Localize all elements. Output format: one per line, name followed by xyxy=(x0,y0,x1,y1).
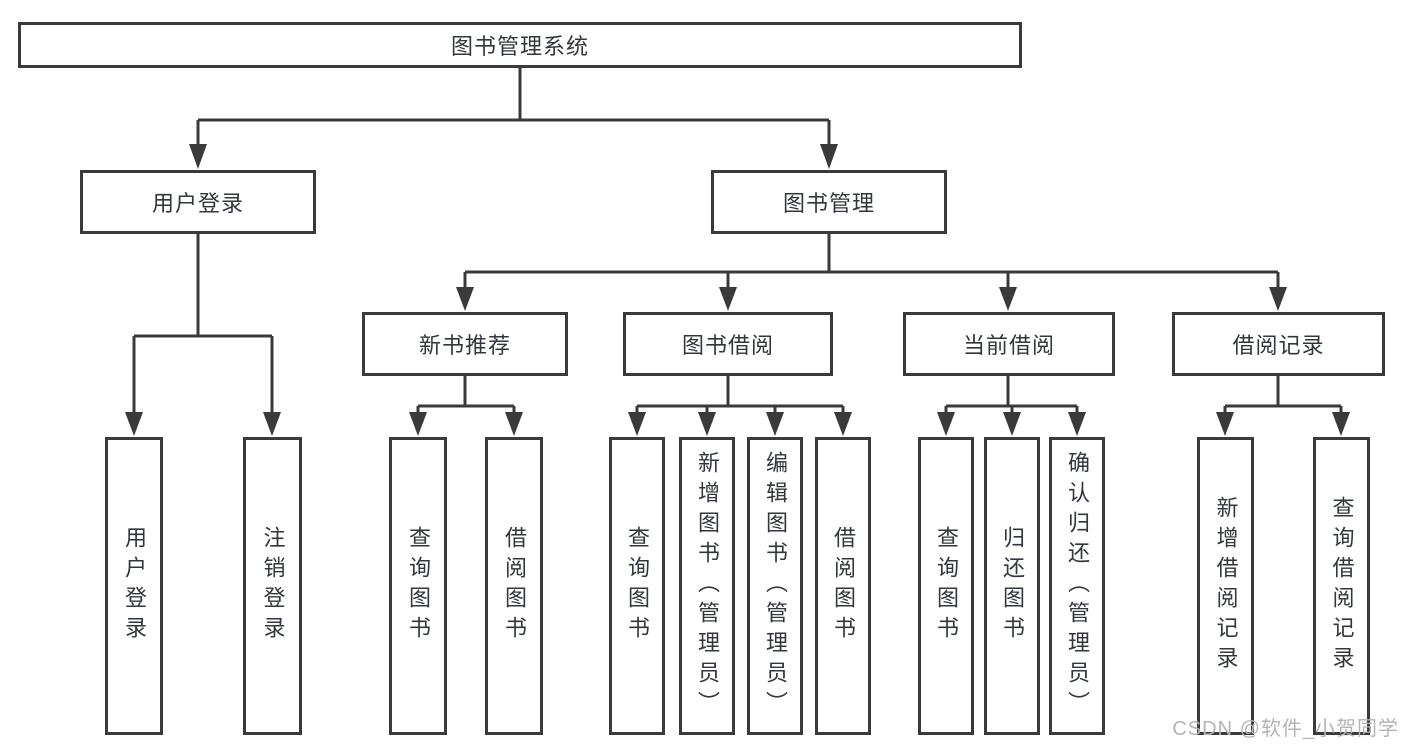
leaf-borrow-query-book: 查询图书 xyxy=(609,437,665,735)
node-borrow-records: 借阅记录 xyxy=(1172,312,1385,376)
leaf-logout-login-label: 注销登录 xyxy=(260,526,286,646)
leaf-current-return-book: 归还图书 xyxy=(984,437,1040,735)
leaf-current-query-book: 查询图书 xyxy=(918,437,974,735)
leaf-current-confirm-return-admin-label: 确认归还（管理员） xyxy=(1065,451,1090,721)
leaf-borrow-add-book-admin: 新增图书（管理员） xyxy=(679,437,735,735)
node-book-borrow: 图书借阅 xyxy=(623,312,833,376)
leaf-borrow-edit-book-admin-label: 编辑图书（管理员） xyxy=(763,451,788,721)
node-user-login: 用户登录 xyxy=(80,170,316,234)
node-current-borrow: 当前借阅 xyxy=(903,312,1115,376)
leaf-recommend-borrow-book: 借阅图书 xyxy=(485,437,543,735)
leaf-records-query-record-label: 查询借阅记录 xyxy=(1329,496,1355,676)
leaf-borrow-add-book-admin-label: 新增图书（管理员） xyxy=(695,451,720,721)
node-root: 图书管理系统 xyxy=(18,22,1022,68)
leaf-user-login-label: 用户登录 xyxy=(122,526,147,646)
leaf-recommend-query-book-label: 查询图书 xyxy=(406,526,431,646)
leaf-borrow-edit-book-admin: 编辑图书（管理员） xyxy=(747,437,803,735)
leaf-recommend-borrow-book-label: 借阅图书 xyxy=(502,526,527,646)
leaf-records-add-record-label: 新增借阅记录 xyxy=(1213,496,1239,676)
leaf-recommend-query-book: 查询图书 xyxy=(389,437,447,735)
leaf-logout-login: 注销登录 xyxy=(243,437,302,735)
leaf-borrow-borrow-book-label: 借阅图书 xyxy=(831,526,856,646)
leaf-current-query-book-label: 查询图书 xyxy=(934,526,959,646)
leaf-records-query-record: 查询借阅记录 xyxy=(1313,437,1370,735)
leaf-borrow-query-book-label: 查询图书 xyxy=(625,526,650,646)
node-book-management: 图书管理 xyxy=(711,170,947,234)
node-new-book-recommend: 新书推荐 xyxy=(362,312,568,376)
leaf-user-login: 用户登录 xyxy=(105,437,163,735)
leaf-borrow-borrow-book: 借阅图书 xyxy=(815,437,871,735)
leaf-current-return-book-label: 归还图书 xyxy=(1000,526,1025,646)
leaf-records-add-record: 新增借阅记录 xyxy=(1197,437,1254,735)
watermark: CSDN @软件_小贺同学 xyxy=(1172,718,1399,740)
leaf-current-confirm-return-admin: 确认归还（管理员） xyxy=(1049,437,1105,735)
